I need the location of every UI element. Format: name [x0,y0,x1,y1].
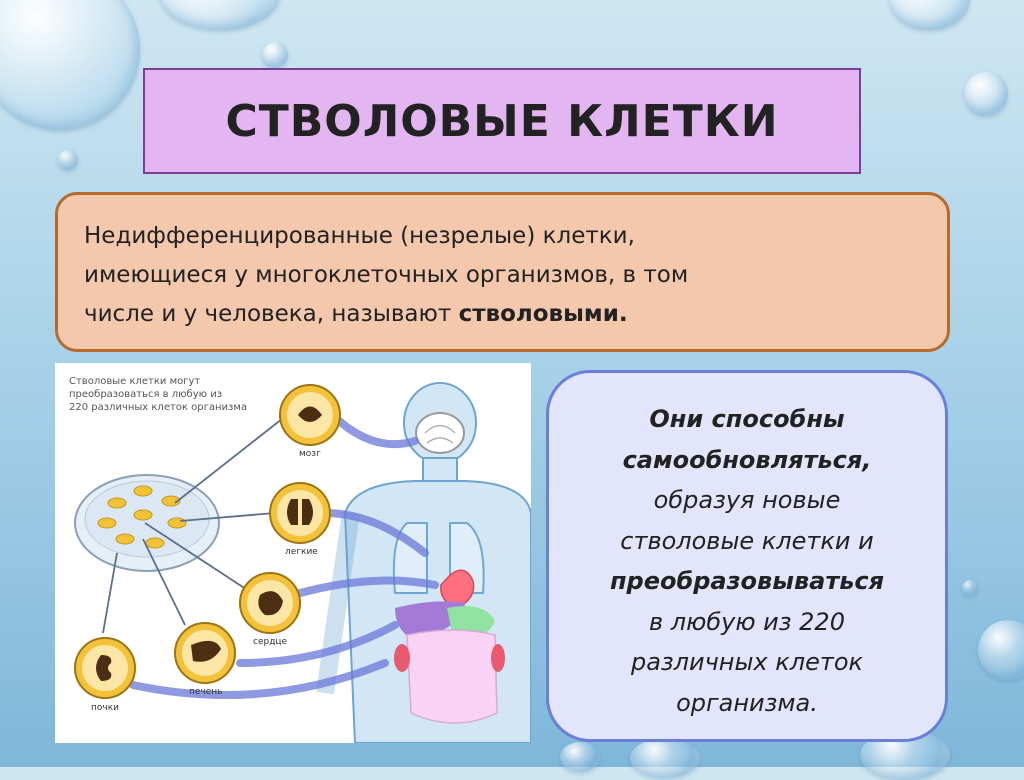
water-drop-decoration [978,620,1024,680]
stem-cell-diagram: Стволовые клетки могут преобразоваться в… [55,363,531,743]
water-drop-decoration [0,0,140,130]
water-drop-decoration [890,0,970,30]
kidney-organ-icon [491,644,505,672]
water-drop-decoration [964,72,1008,116]
ability-line: образуя новые [653,486,841,514]
water-drop-decoration [262,42,288,68]
brain-cell-icon [279,384,341,446]
heart-cell-icon [239,572,301,634]
water-drop-decoration [160,0,280,30]
ability-line: организма. [676,688,818,717]
label-kidneys: почки [91,703,119,713]
water-drop-decoration [560,742,600,772]
water-drop-decoration [58,150,78,170]
slide-title-box: СТВОЛОВЫЕ КЛЕТКИ [143,68,861,174]
liver-cell-icon [174,622,236,684]
definition-line: Недифференцированные (незрелые) клетки, [84,223,635,249]
ability-line: Они способны [649,405,845,433]
ability-line: в любую из 220 [649,607,845,636]
water-drop-decoration [630,738,700,778]
ability-line: самообновляться, [622,445,872,474]
diagram-illustration [74,382,531,743]
ability-line: различных клеток [630,648,864,676]
ability-line: преобразовываться [609,567,885,595]
definition-box: Недифференцированные (незрелые) клетки, … [55,192,950,352]
ability-line: стволовые клетки и [620,526,874,555]
diagram-caption: Стволовые клетки могут преобразоваться в… [69,376,248,413]
water-drop-decoration [962,580,978,596]
kidney-organ-icon [394,644,410,672]
kidneys-cell-icon [74,637,136,699]
intestines-organ-icon [406,629,498,724]
label-heart: сердце [253,637,288,647]
slide-title: СТВОЛОВЫЕ КЛЕТКИ [225,95,779,147]
label-lungs: легкие [285,547,318,557]
brain-organ-icon [415,412,465,454]
ability-box: Они способны самообновляться, образуя но… [546,370,948,742]
label-brain: мозг [299,449,321,459]
definition-line: имеющиеся у многоклеточных организмов, в… [84,262,689,288]
definition-line: числе и у человека, называют стволовыми. [84,301,628,327]
label-liver: печень [189,687,223,697]
definition-bold-term: стволовыми. [458,301,628,327]
heart-organ-icon [440,569,475,610]
lungs-cell-icon [269,482,331,544]
